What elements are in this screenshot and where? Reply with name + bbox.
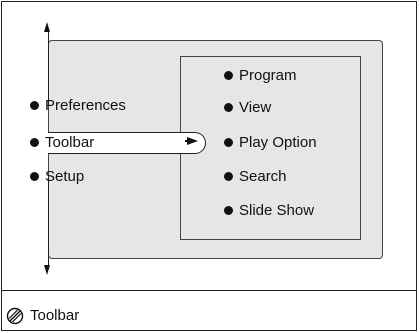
menu-item-preferences[interactable]: Preferences [30, 97, 126, 115]
bullet-icon [224, 103, 233, 112]
menu-item-setup[interactable]: Setup [30, 168, 84, 186]
submenu-item-label: Slide Show [239, 202, 315, 219]
bullet-icon [224, 206, 233, 215]
submenu-item-label: Play Option [239, 134, 317, 151]
expand-arrow-icon [187, 137, 198, 145]
scroll-up-arrow-icon[interactable] [44, 22, 50, 32]
submenu-item-slide-show[interactable]: Slide Show [224, 202, 314, 220]
bullet-icon [30, 172, 39, 181]
submenu-item-view[interactable]: View [224, 99, 271, 117]
bullet-icon [224, 172, 233, 181]
scroll-line-top [48, 30, 49, 105]
selected-highlight [48, 132, 206, 154]
menu-item-label: Setup [45, 168, 85, 185]
submenu-panel [180, 56, 361, 240]
bullet-icon [224, 138, 233, 147]
menu-item-label: Preferences [45, 97, 126, 114]
submenu-item-label: Program [239, 67, 297, 84]
submenu-item-label: View [239, 99, 272, 116]
bullet-icon [30, 138, 39, 147]
prohibited-icon [6, 307, 24, 325]
scroll-line-bottom [48, 177, 49, 269]
submenu-item-search[interactable]: Search [224, 168, 287, 186]
status-divider [1, 290, 417, 291]
menu-item-label: Toolbar [45, 134, 95, 151]
menu-item-toolbar[interactable]: Toolbar [30, 134, 94, 152]
submenu-item-label: Search [239, 168, 287, 185]
submenu-item-play-option[interactable]: Play Option [224, 134, 317, 152]
bullet-icon [30, 101, 39, 110]
submenu-item-program[interactable]: Program [224, 67, 297, 85]
scroll-down-arrow-icon[interactable] [44, 265, 50, 275]
status-label: Toolbar [30, 307, 80, 324]
bullet-icon [224, 71, 233, 80]
